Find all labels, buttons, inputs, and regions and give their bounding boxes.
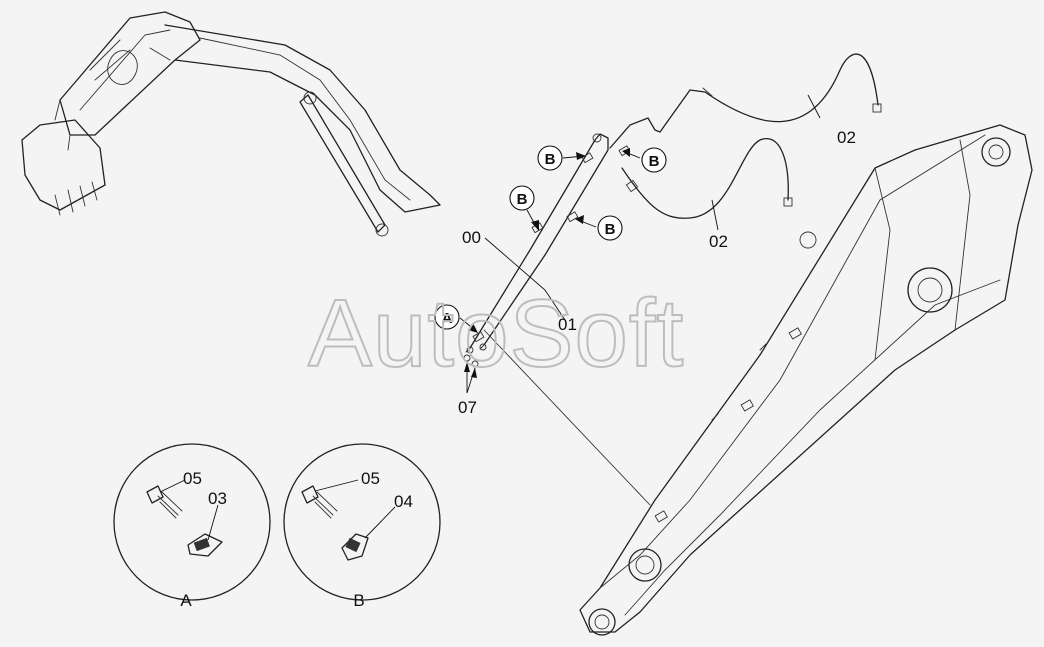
callout-b-2-text: B — [649, 153, 660, 170]
pipe-assembly — [463, 53, 882, 506]
part-label-02-lower: 02 — [709, 232, 728, 251]
detail-view-a-label: A — [180, 591, 192, 610]
part-label-02-upper: 02 — [837, 128, 856, 147]
detail-a-label-03: 03 — [208, 489, 227, 508]
callout-b-4: B — [597, 215, 623, 241]
detail-view-b-label: B — [353, 591, 364, 610]
callout-b-4-text: B — [605, 221, 616, 238]
detail-b-label-05: 05 — [361, 469, 380, 488]
boom-structure — [579, 124, 1033, 636]
part-label-01: 01 — [558, 315, 577, 334]
leader-lines — [459, 94, 821, 394]
part-label-00: 00 — [462, 228, 481, 247]
callout-b-3: B — [509, 185, 535, 211]
callout-a-1-text: A — [442, 310, 453, 327]
callout-a-1: A — [434, 304, 460, 330]
callout-b-1-text: B — [545, 151, 556, 168]
detail-a-label-05: 05 — [183, 469, 202, 488]
excavator-attachment-inset — [21, 11, 441, 237]
detail-view-b — [283, 443, 441, 601]
callout-b-2: B — [641, 147, 667, 173]
detail-b-label-04: 04 — [394, 492, 413, 511]
callout-b-3-text: B — [517, 191, 528, 208]
callout-b-1: B — [537, 145, 563, 171]
part-label-07: 07 — [458, 398, 477, 417]
watermark: AutoSoft — [308, 280, 684, 387]
detail-view-a — [113, 443, 271, 601]
